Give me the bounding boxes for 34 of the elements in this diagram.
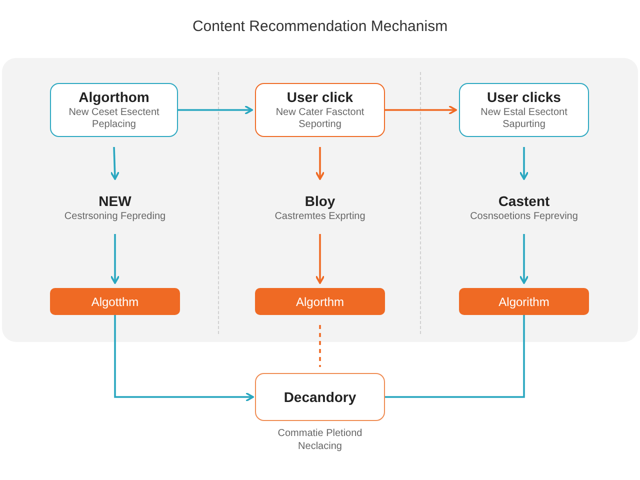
- arrow: [110, 234, 120, 284]
- arrow: [519, 147, 529, 180]
- title: Content Recommendation Mechanism: [191, 18, 449, 35]
- node-heading: Algorithm: [498, 294, 550, 308]
- node-heading: Algorthom: [78, 89, 150, 105]
- node-heading: Castent: [498, 193, 550, 209]
- process-box: [255, 288, 385, 315]
- node-caption: Commatie Pletiond Neclacing: [276, 427, 364, 453]
- process-box: [50, 83, 178, 137]
- node-description: Cosnsoetions Fepreving: [470, 211, 578, 223]
- node-description: Cestrsoning Fepreding: [64, 211, 166, 223]
- node-heading: Decandory: [284, 389, 356, 405]
- node-heading: Algorthm: [296, 294, 344, 308]
- node-description: New Ceset Esectent Peplacing: [68, 107, 160, 131]
- process-box: [459, 288, 589, 315]
- arrow: [519, 234, 529, 284]
- arrow: [315, 147, 325, 180]
- node-heading: User click: [286, 89, 354, 105]
- process-box: [255, 83, 385, 137]
- process-box: [50, 288, 180, 315]
- node-description: Castremtes Exprting: [274, 211, 366, 223]
- node-description: New Cater Fasctont Seporting: [274, 107, 366, 131]
- node-heading: User clicks: [487, 89, 561, 105]
- node-description: New Estal Esectont Sapurting: [480, 107, 568, 131]
- arrow: [385, 105, 457, 115]
- node-heading: Algotthm: [91, 294, 139, 308]
- node-heading: Bloy: [304, 193, 336, 209]
- arrow: [110, 146, 120, 180]
- arrow: [315, 234, 325, 284]
- node-heading: NEW: [98, 193, 132, 209]
- process-box: [459, 83, 589, 137]
- arrow: [178, 105, 253, 115]
- arrow: [114, 315, 254, 402]
- process-box: [255, 373, 385, 421]
